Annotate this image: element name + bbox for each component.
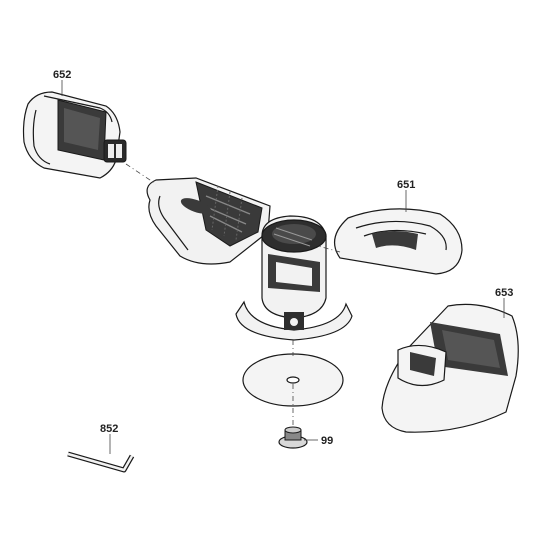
part-number-652: 652: [53, 69, 71, 81]
part-number-852: 852: [100, 423, 118, 435]
leader-lines: [61, 80, 505, 454]
charger-icon: [381, 303, 519, 433]
flange-nut-icon: [278, 426, 308, 449]
angle-grinder-icon: [146, 177, 353, 341]
wheel-guard-icon: [333, 208, 463, 275]
hex-key-icon: [67, 451, 135, 473]
battery-pack-icon: [22, 91, 127, 179]
part-number-653: 653: [495, 287, 513, 299]
assembly-lines: [125, 163, 341, 428]
part-number-651: 651: [397, 179, 415, 191]
part-number-99: 99: [321, 435, 333, 447]
